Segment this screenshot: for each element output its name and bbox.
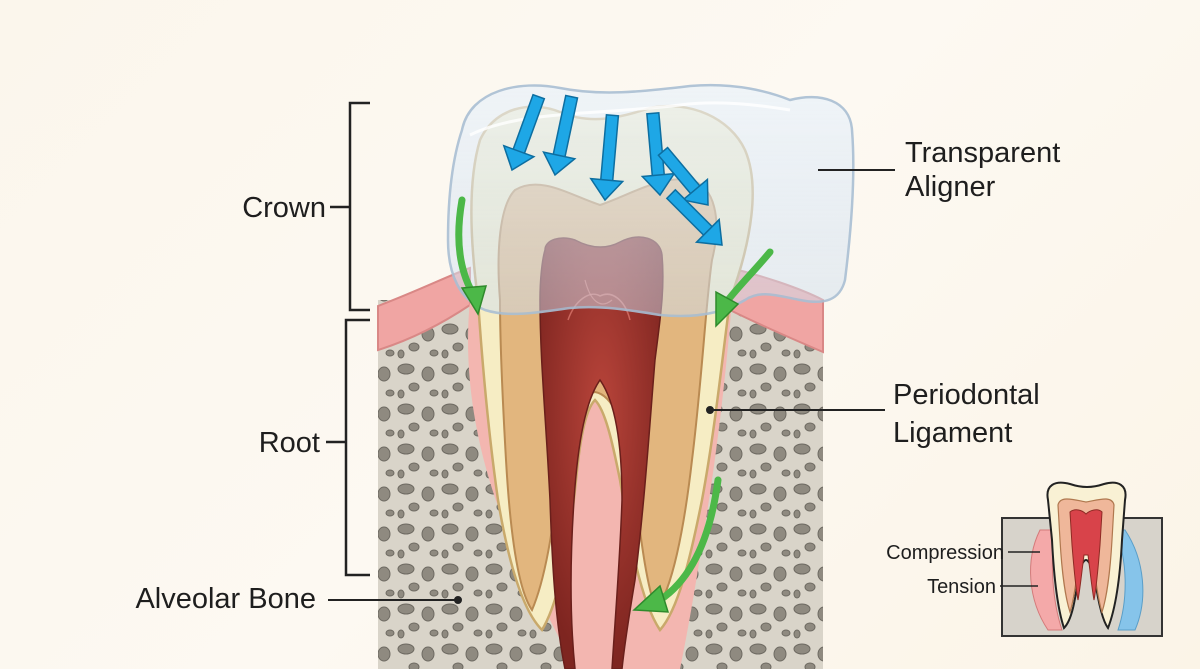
alveolar-bone-label: Alveolar Bone — [135, 583, 316, 615]
force-arrow-3 — [589, 113, 625, 202]
tension-label: Tension — [927, 576, 996, 598]
movement-arrow-root — [656, 476, 722, 604]
aligner-label-line1: Transparent — [905, 137, 1060, 169]
compression-label: Compression — [886, 542, 1004, 564]
movement-arrows — [455, 196, 774, 613]
movement-arrow-left — [455, 196, 476, 296]
force-arrow-2 — [542, 94, 579, 177]
movement-arrowhead-root — [632, 584, 670, 613]
movement-arrowhead-right — [715, 290, 740, 328]
force-arrow-4 — [640, 111, 676, 197]
aligner-label-line2: Aligner — [905, 171, 996, 203]
leader-lines — [328, 169, 895, 604]
inset-diagram: Compression Tension — [886, 481, 1163, 637]
force-arrows — [502, 93, 723, 246]
movement-arrowhead-left — [460, 285, 488, 316]
inset-pulp — [1069, 509, 1103, 601]
root-bracket — [326, 318, 370, 577]
force-arrow-5 — [657, 146, 709, 206]
force-arrow-6 — [665, 188, 723, 246]
movement-arrow-right — [724, 248, 774, 304]
root-label: Root — [259, 427, 320, 459]
crown-bracket — [330, 101, 370, 312]
force-arrow-1 — [502, 93, 546, 172]
pdl-label-line1: Periodontal — [893, 379, 1040, 411]
transparent-aligner — [446, 83, 855, 318]
crown-label: Crown — [242, 192, 326, 224]
pdl-label-line2: Ligament — [893, 417, 1012, 449]
